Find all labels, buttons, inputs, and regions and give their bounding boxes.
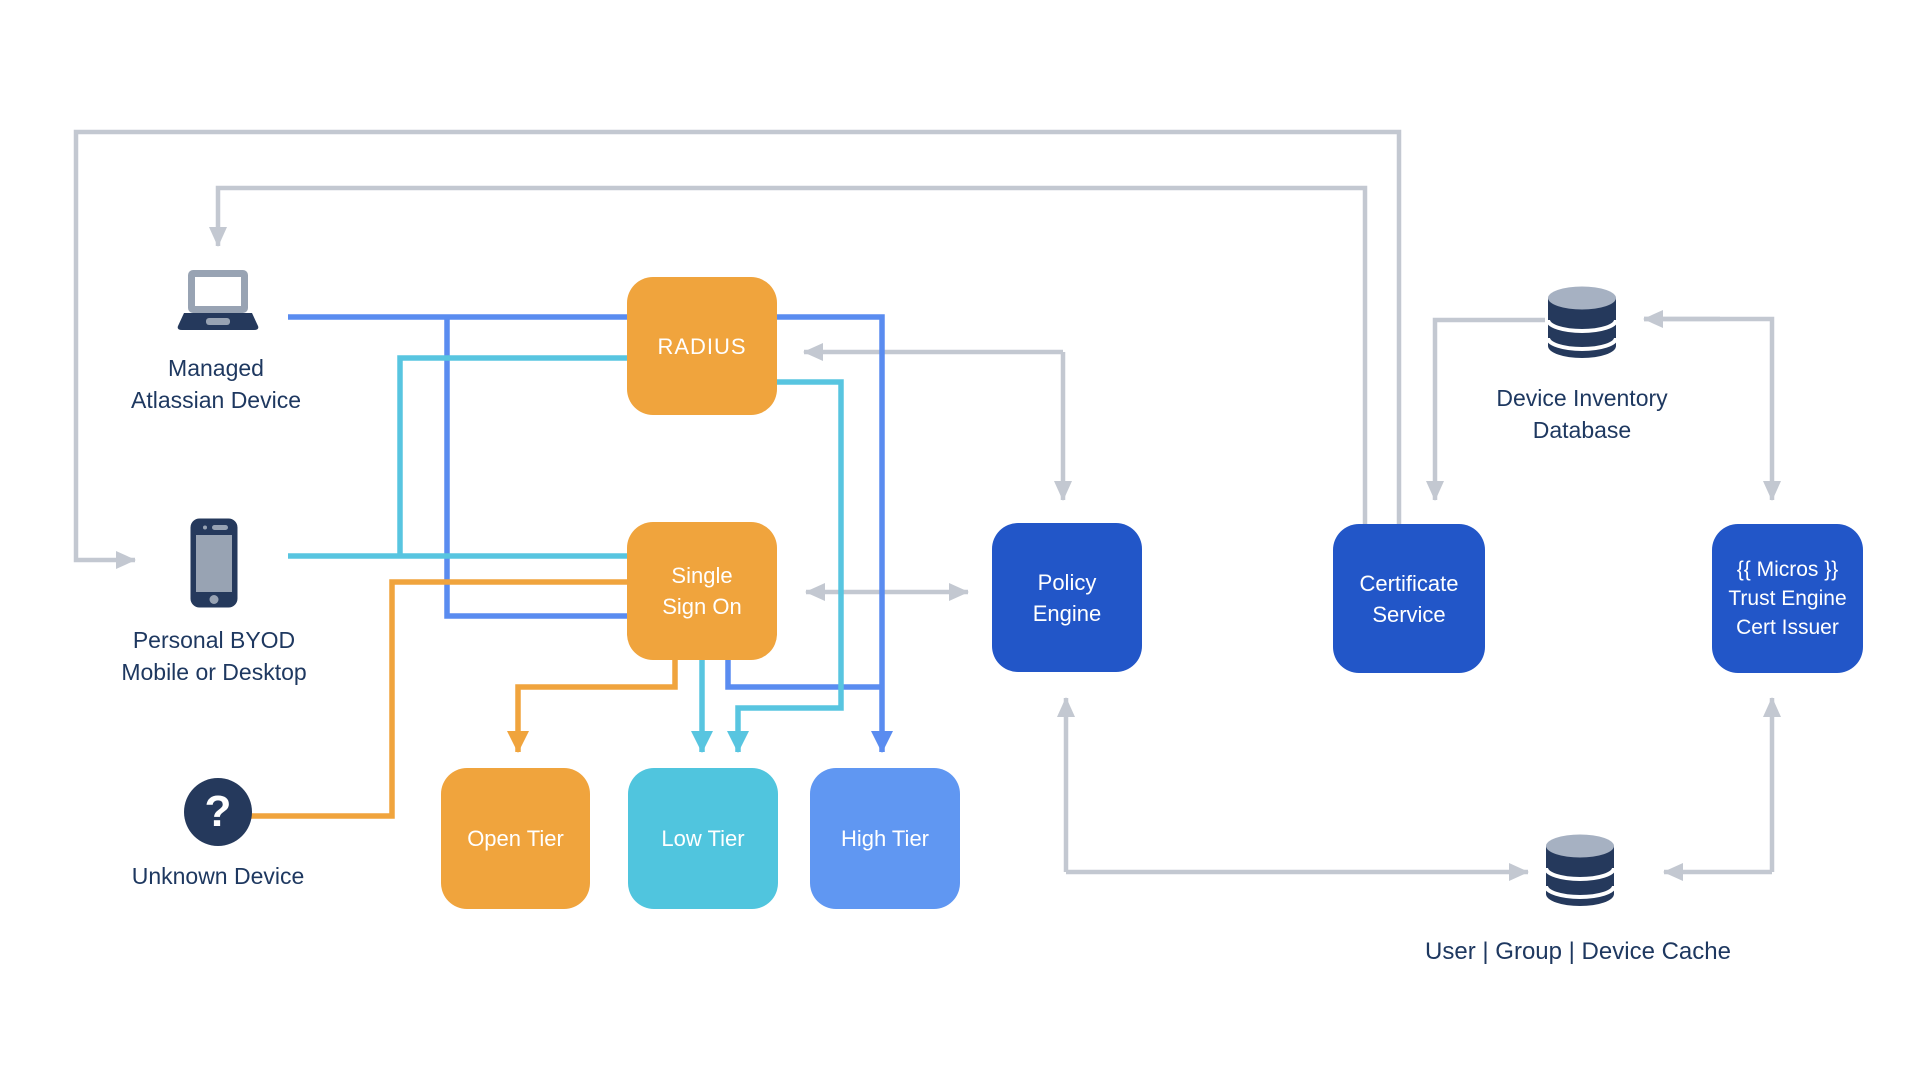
node-single-sign-on: Single Sign On xyxy=(627,522,777,660)
database-icon xyxy=(1546,286,1618,358)
node-open-tier-label: Open Tier xyxy=(467,826,564,851)
database-icon xyxy=(1544,834,1616,906)
node-policy-engine-label: Policy Engine xyxy=(1032,569,1102,626)
smartphone-icon xyxy=(190,518,238,608)
wire-certservice-to-managed-loop xyxy=(209,185,1368,524)
managed-device-label: Managed Atlassian Device xyxy=(130,355,302,413)
wire-certservice-to-byod-loop xyxy=(73,129,1402,569)
node-high-tier: High Tier xyxy=(810,768,960,909)
wire-sso-to-opentier xyxy=(507,658,678,753)
question-mark-icon: ? xyxy=(184,778,252,846)
node-certificate-service: Certificate Service xyxy=(1333,524,1485,673)
user-group-device-cache-label: User | Group | Device Cache xyxy=(1425,938,1731,965)
unknown-device-label: Unknown Device xyxy=(131,863,305,889)
laptop-icon xyxy=(177,270,259,330)
device-inventory-database-label: Device Inventory Database xyxy=(1496,385,1668,443)
wire-byod-to-radius-branch xyxy=(397,355,630,556)
node-sso-label: Single Sign On xyxy=(662,563,742,619)
node-micros-label: {{ Micros }} Trust Engine Cert Issuer xyxy=(1728,558,1847,639)
node-radius-label: RADIUS xyxy=(657,333,747,359)
node-high-tier-label: High Tier xyxy=(840,826,930,851)
node-certificate-service-label: Certificate Service xyxy=(1359,570,1459,627)
node-low-tier-label: Low Tier xyxy=(661,826,745,851)
wire-managed-to-sso-branch xyxy=(444,317,630,619)
node-micros-trust-engine: {{ Micros }} Trust Engine Cert Issuer xyxy=(1712,524,1863,673)
wire-unknown-to-sso xyxy=(250,579,630,819)
wire-inventorydb-to-certservice xyxy=(1426,317,1545,501)
node-policy-engine: Policy Engine xyxy=(992,523,1142,672)
wire-radius-to-hightier xyxy=(774,314,893,753)
question-glyph: ? xyxy=(204,787,232,836)
node-open-tier: Open Tier xyxy=(441,768,590,909)
wire-sso-to-hightier-branch xyxy=(725,658,882,690)
byod-device-label: Personal BYOD Mobile or Desktop xyxy=(121,627,307,685)
wire-radius-to-lowtier xyxy=(727,379,844,753)
node-radius: RADIUS xyxy=(627,277,777,415)
node-low-tier: Low Tier xyxy=(628,768,778,909)
